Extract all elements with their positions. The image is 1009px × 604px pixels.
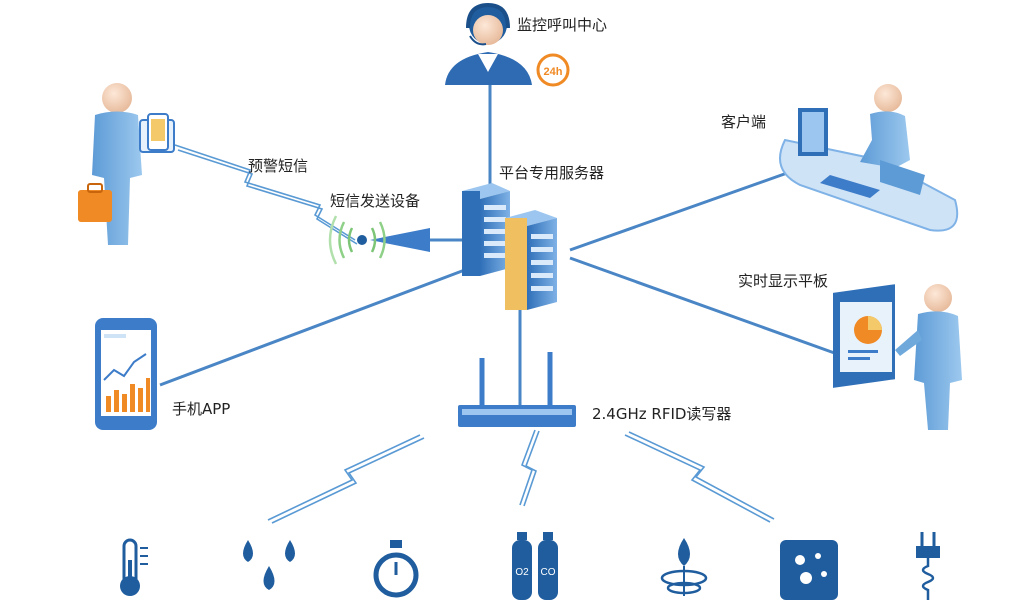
sms-transmitter-icon [328,215,430,265]
label-call-center: 监控呼叫中心 [517,16,608,34]
label-sms-alert: 预警短信 [248,157,309,175]
label-mobile-app: 手机APP [172,400,231,418]
rfid-lightning-left [267,434,421,521]
label-rfid-reader: 2.4GHz RFID读写器 [592,405,732,423]
link-mobile [159,266,471,387]
sms-lightning-2 [177,149,358,245]
tablet-display-person-icon [833,284,962,430]
gas-cylinder-icon: O2 CO [512,532,558,600]
gas-o2-label: O2 [515,567,529,578]
smoke-detector-icon [780,540,838,600]
power-plug-icon [916,532,940,600]
clock-24h-badge: 24h [536,53,570,87]
badge-24h-text: 24h [544,66,563,78]
sms-receiver-person-icon [78,83,175,245]
client-workstation-icon [779,84,959,232]
wireless-links [174,144,775,524]
label-client: 客户端 [721,113,767,131]
rfid-reader-icon [458,352,576,427]
link-client [569,170,791,252]
rfid-lightning-right [624,434,771,523]
label-tablet: 实时显示平板 [738,272,829,290]
label-sms-device: 短信发送设备 [330,192,421,210]
call-center-operator-icon [445,2,532,85]
sensor-row: O2 CO [120,532,940,600]
rfid-lightning-mid [519,429,536,506]
gas-co-label: CO [541,567,556,578]
mobile-phone-icon [95,318,157,430]
thermometer-icon [120,538,148,596]
flame-icon [660,538,708,596]
connection-lines [159,85,841,405]
label-server: 平台专用服务器 [499,164,605,182]
rfid-lightning-right-2 [628,431,775,520]
link-tablet [569,256,841,357]
server-rack-icon [462,183,557,310]
stopwatch-icon [373,540,419,598]
water-drops-icon [243,540,295,590]
sms-lightning [174,144,356,241]
rfid-lightning-left-2 [271,437,425,524]
rfid-lightning-mid-2 [523,430,540,507]
